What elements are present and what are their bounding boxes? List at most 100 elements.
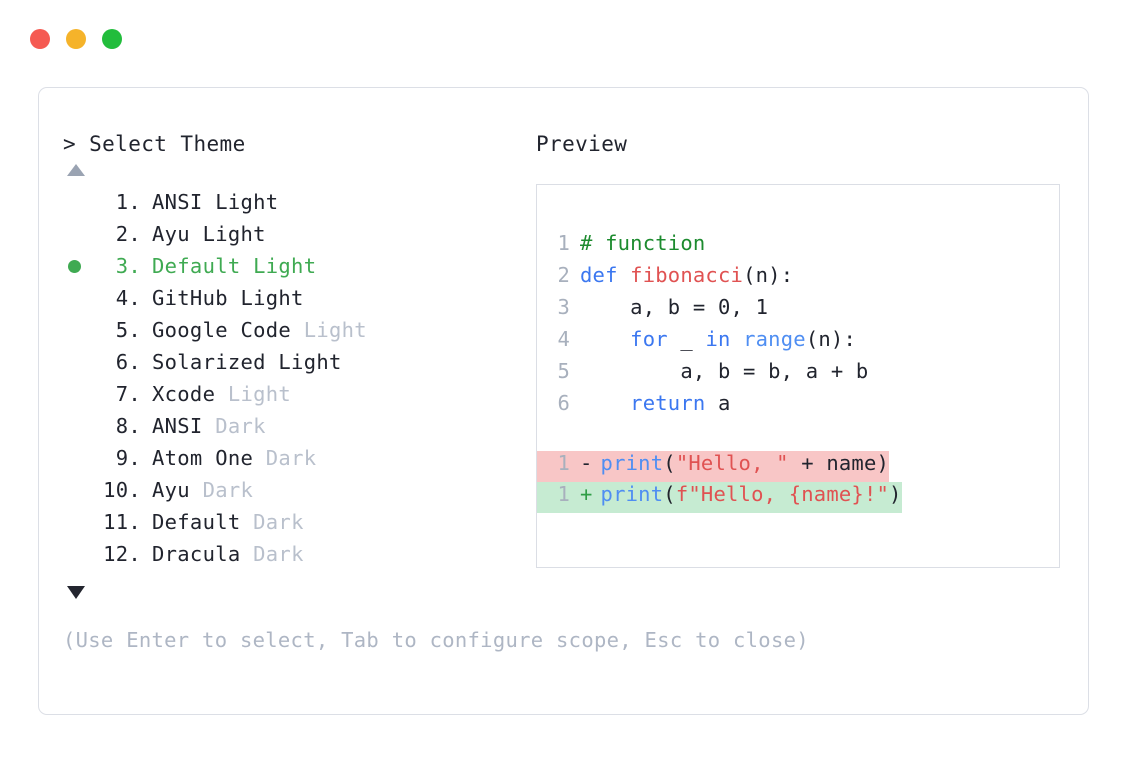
theme-item-variant-suffix: Light (215, 382, 292, 406)
theme-list-item[interactable]: 9. Atom One Dark (63, 442, 533, 474)
theme-item-number: 12. (103, 542, 141, 566)
close-button[interactable] (30, 29, 50, 49)
code-token-punct: ( (663, 451, 676, 475)
code-line: 2 def fibonacci(n): (554, 263, 1059, 295)
theme-item-label: GitHub Light (152, 286, 304, 310)
code-token-plain: _ (667, 327, 706, 351)
diff-line-row: 1 + print(f"Hello, {name}!") (537, 482, 1059, 513)
code-line-content: for _ in range(n): (580, 327, 856, 351)
theme-list-item[interactable]: 6. Solarized Light (63, 346, 533, 378)
code-token-plain (731, 327, 744, 351)
code-line-number: 2 (557, 263, 570, 287)
theme-item-variant-suffix: Dark (253, 446, 317, 470)
theme-item-variant-suffix: Dark (202, 414, 266, 438)
theme-list-item[interactable]: 5.Google Code Light (63, 314, 533, 346)
code-token-string: "Hello, " (675, 451, 789, 475)
theme-item-label: Default Light (152, 254, 317, 278)
code-line-number: 6 (557, 391, 570, 415)
theme-item-number: 7. (115, 382, 141, 406)
code-token-punct: ( (663, 482, 676, 506)
code-token-builtin: print (600, 451, 664, 475)
diff-spacer (593, 482, 601, 506)
prompt-header: > Select Theme (63, 132, 533, 156)
theme-list-item[interactable]: 1. ANSI Light (63, 186, 533, 218)
code-line-number: 5 (557, 359, 570, 383)
code-token-comment: # function (580, 231, 706, 255)
code-line-content: def fibonacci(n): (580, 263, 793, 287)
diff-line-number: 1 (557, 451, 570, 475)
diff-line-number: 1 (557, 482, 570, 506)
page-title: Select Theme (89, 132, 246, 156)
theme-item-number: 8. (115, 414, 141, 438)
diff-line-content: print(f"Hello, {name}!") (601, 482, 902, 506)
scroll-up-icon[interactable] (67, 164, 85, 176)
code-line-content: # function (580, 231, 705, 255)
theme-list-item[interactable]: 7. Xcode Light (63, 378, 533, 410)
window-traffic-lights (30, 29, 122, 49)
code-token-keyword: return (630, 391, 706, 415)
code-spacer (554, 423, 1059, 451)
minimize-button[interactable] (66, 29, 86, 49)
code-line: 3 a, b = 0, 1 (554, 295, 1059, 327)
theme-list-item[interactable]: 3. Default Light (63, 250, 533, 282)
code-line: 6 return a (554, 391, 1059, 423)
code-token-builtin: range (743, 327, 806, 351)
code-line: 1# function (554, 231, 1059, 263)
theme-item-label: Ayu Light (152, 222, 266, 246)
scroll-down-icon[interactable] (67, 586, 85, 599)
theme-item-label: Ayu (152, 478, 190, 502)
code-token-keyword: in (705, 327, 731, 351)
preview-label: Preview (536, 132, 628, 156)
theme-list-item[interactable]: 4. GitHub Light (63, 282, 533, 314)
theme-list-item[interactable]: 11.Default Dark (63, 506, 533, 538)
selection-bullet-cell (63, 259, 95, 273)
code-token-builtin: print (600, 482, 664, 506)
theme-picker-column: > Select Theme 1. ANSI Light 2. Ayu Light 3.… (63, 132, 533, 599)
theme-item-number: 11. (103, 510, 141, 534)
code-token-punct: (n): (805, 327, 856, 351)
code-token-plain: a (705, 391, 731, 415)
code-line: 5 a, b = b, a + b (554, 359, 1059, 391)
diff-line-add: 1 + print(f"Hello, {name}!") (537, 482, 902, 513)
theme-item-variant-suffix: Dark (240, 542, 304, 566)
code-token-plain: a, b = b, a + b (580, 359, 869, 383)
code-token-keyword: def (580, 263, 631, 287)
theme-item-number: 6. (115, 350, 141, 374)
theme-item-label: Solarized Light (152, 350, 342, 374)
prompt-caret-icon: > (63, 132, 77, 156)
theme-item-number: 5. (115, 318, 141, 342)
diff-marker: + (580, 482, 593, 506)
theme-list: 1. ANSI Light 2. Ayu Light 3. Default Light 4.… (63, 186, 533, 570)
theme-list-item[interactable]: 10. Ayu Dark (63, 474, 533, 506)
code-token-plain (580, 327, 630, 351)
code-line-content: return a (580, 391, 731, 415)
theme-item-number: 4. (115, 286, 141, 310)
diff-line-del: 1- print("Hello, " + name) (537, 451, 890, 482)
theme-item-variant-suffix: Dark (189, 478, 254, 502)
theme-item-number: 2. (115, 222, 141, 246)
theme-item-label: ANSI (152, 414, 203, 438)
theme-item-label: Xcode (152, 382, 216, 406)
theme-item-label: Default (152, 510, 241, 534)
diff-spacer (593, 451, 601, 475)
theme-item-label: Atom One (152, 446, 254, 470)
theme-list-item[interactable]: 8. ANSI Dark (63, 410, 533, 442)
theme-list-item[interactable]: 2. Ayu Light (63, 218, 533, 250)
diff-line-row: 1- print("Hello, " + name) (537, 451, 1059, 482)
code-line: 4 for _ in range(n): (554, 327, 1059, 359)
code-token-punct: ) (889, 482, 902, 506)
theme-item-number: 1. (115, 190, 141, 214)
theme-item-number: 3. (115, 254, 141, 278)
code-token-keyword: for (630, 327, 668, 351)
code-token-plain: + name) (788, 451, 890, 475)
theme-list-item[interactable]: 12.Dracula Dark (63, 538, 533, 570)
theme-item-number: 9. (115, 446, 141, 470)
maximize-button[interactable] (102, 29, 122, 49)
theme-item-number: 10. (103, 478, 141, 502)
theme-item-label: ANSI Light (152, 190, 279, 214)
code-line-content: a, b = b, a + b (580, 359, 868, 383)
code-line-number: 4 (557, 327, 570, 351)
